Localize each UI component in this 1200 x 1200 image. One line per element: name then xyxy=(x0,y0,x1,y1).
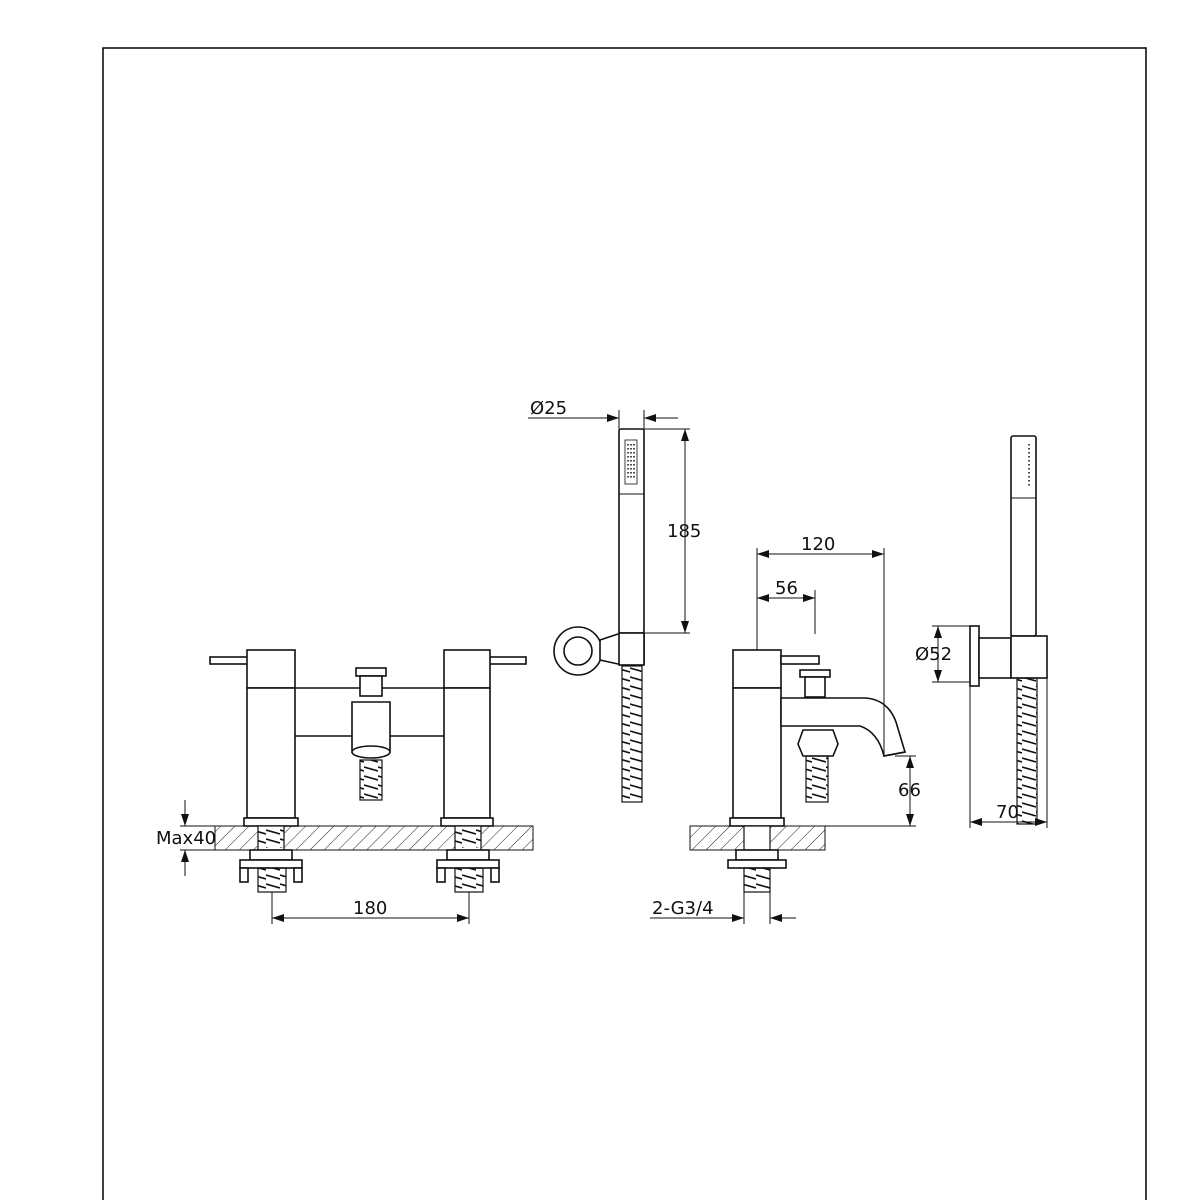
dimension-lever-offset: 56 xyxy=(757,578,816,634)
diverter-knob-cap xyxy=(355,667,387,677)
label-bracket-projection: 70 xyxy=(996,802,1019,823)
drawing-border xyxy=(102,47,1147,1200)
right-lever-handle xyxy=(487,656,527,665)
side-view-bath-mixer: 120 56 66 2-G3/4 xyxy=(650,534,921,924)
handset-front-view: Ø25 185 xyxy=(528,398,701,803)
label-projection: 120 xyxy=(801,534,835,555)
left-backnut xyxy=(249,849,293,861)
label-centers: 180 xyxy=(353,898,387,919)
right-pillar xyxy=(443,687,491,819)
wall-plate xyxy=(969,625,980,687)
handset-side-body xyxy=(1010,435,1037,637)
label-handset-length: 185 xyxy=(667,521,701,542)
label-connection: 2-G3/4 xyxy=(652,898,714,919)
handset-body xyxy=(618,428,645,634)
left-pillar xyxy=(246,687,296,819)
side-pillar xyxy=(732,687,782,819)
spray-face xyxy=(624,439,638,485)
spout-front xyxy=(351,701,391,753)
label-lever-offset: 56 xyxy=(775,578,798,599)
label-max-thickness: Max40 xyxy=(156,828,216,849)
side-shower-hose xyxy=(1016,677,1038,825)
label-bracket-diameter: Ø52 xyxy=(915,644,952,665)
right-tail-thread xyxy=(454,867,484,893)
right-pillar-base xyxy=(440,817,494,827)
dimension-max-thickness: Max40 xyxy=(156,800,216,876)
dimension-centers: 180 xyxy=(271,892,470,924)
label-handset-diameter: Ø25 xyxy=(530,398,567,419)
diverter-knob xyxy=(359,675,383,697)
spout-outlet xyxy=(351,745,391,759)
dimension-connection: 2-G3/4 xyxy=(650,892,796,924)
side-valve-head xyxy=(732,649,782,689)
hose-connector xyxy=(359,759,383,801)
handset-side-view: Ø52 70 xyxy=(915,435,1048,828)
dimension-bracket-diameter: Ø52 xyxy=(915,625,970,683)
left-pillar-base xyxy=(243,817,299,827)
dimension-bracket-projection: 70 xyxy=(969,678,1048,828)
right-valve-head xyxy=(443,649,491,689)
dimension-projection: 120 xyxy=(756,534,885,756)
left-tail-thread xyxy=(257,867,287,893)
dimension-spout-height: 66 xyxy=(825,755,921,827)
dimension-handset-length: 185 xyxy=(644,428,701,634)
label-spout-height: 66 xyxy=(898,780,921,801)
right-backnut xyxy=(446,849,490,861)
side-tail-thread xyxy=(743,867,771,893)
front-view-bath-mixer: Max40 180 xyxy=(156,649,534,924)
dimension-handset-diameter: Ø25 xyxy=(528,398,678,429)
left-valve-head xyxy=(246,649,296,689)
shower-hose xyxy=(621,665,643,803)
side-lever xyxy=(780,655,820,665)
side-holder xyxy=(1010,635,1048,679)
hose-connector-nut xyxy=(797,729,839,757)
